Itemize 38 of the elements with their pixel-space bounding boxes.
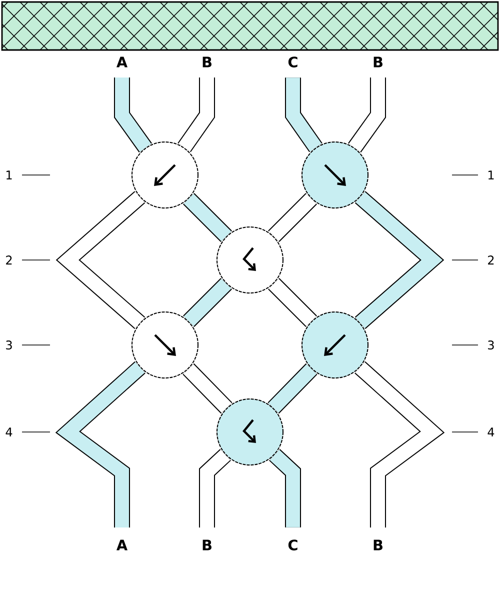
row-number: 1 — [488, 170, 494, 180]
string-letter: B — [374, 56, 382, 68]
string-band — [56, 191, 146, 329]
string-letter: B — [202, 56, 212, 68]
row-number: 2 — [488, 256, 494, 264]
string-letter: B — [202, 540, 212, 550]
row-number: 4 — [6, 428, 12, 436]
string-band — [199, 448, 231, 528]
row-number: 1 — [6, 170, 12, 180]
string-band — [183, 193, 232, 242]
knot-circle — [216, 226, 284, 294]
string-band — [178, 77, 215, 152]
row-number: 3 — [488, 340, 494, 350]
string-letter: C — [288, 56, 298, 68]
knot-circle — [302, 312, 368, 378]
string-band — [285, 78, 322, 152]
string-letter: B — [374, 540, 382, 550]
string-band — [348, 77, 386, 152]
string-letter: C — [288, 540, 298, 550]
knot-circle — [216, 398, 284, 466]
string-band — [354, 361, 445, 528]
string-band — [182, 363, 232, 414]
string-band — [114, 77, 152, 152]
string-band — [55, 361, 146, 528]
string-band — [268, 193, 317, 242]
row-number: 3 — [6, 340, 12, 350]
string-letter: A — [116, 540, 128, 550]
string-band — [269, 448, 301, 528]
string-band — [268, 363, 318, 414]
knot-circle — [132, 312, 198, 378]
string-band — [183, 278, 232, 327]
knot-circle — [302, 142, 368, 208]
string-band — [354, 191, 444, 329]
row-number: 2 — [6, 256, 12, 264]
knot-circle — [132, 142, 198, 208]
string-band — [268, 278, 317, 327]
string-letter: A — [116, 56, 128, 68]
row-number: 4 — [488, 428, 494, 436]
